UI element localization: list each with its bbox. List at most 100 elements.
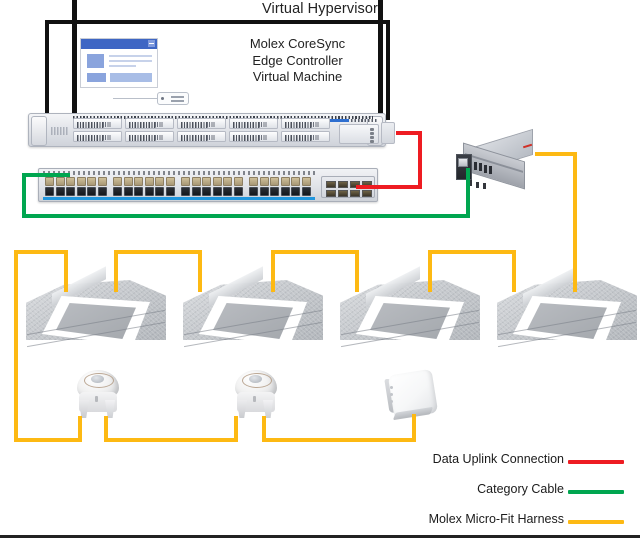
cable-harness-bridge-1-h bbox=[14, 250, 68, 254]
server-drive-bay bbox=[177, 118, 226, 129]
switch-vent-strip bbox=[43, 171, 315, 175]
switch-ethernet-port bbox=[191, 187, 201, 196]
switch-port-bank bbox=[249, 177, 313, 197]
injector-rj45-port bbox=[458, 158, 468, 167]
legend-label: Category Cable bbox=[477, 482, 564, 496]
cable-harness-to-sensor-2 bbox=[234, 416, 238, 442]
switch-ethernet-port bbox=[202, 187, 212, 196]
cable-harness-bridge-4-v-right bbox=[512, 250, 516, 292]
switch-ethernet-port bbox=[202, 177, 212, 186]
wall-device-indicator bbox=[390, 393, 393, 396]
switch-ethernet-port bbox=[55, 177, 65, 186]
switch-ethernet-port bbox=[55, 187, 65, 196]
server-vent-strip bbox=[73, 115, 373, 119]
switch-ethernet-port bbox=[291, 177, 301, 186]
switch-ethernet-port bbox=[76, 177, 86, 186]
cable-category-h-top bbox=[22, 173, 70, 177]
switch-port-row bbox=[113, 187, 177, 196]
sensor-mount-clip bbox=[263, 400, 273, 418]
window-text-line bbox=[109, 55, 152, 57]
hypervisor-label-line-3: Virtual Machine bbox=[252, 69, 343, 84]
sensor-lens bbox=[91, 375, 104, 383]
switch-port-row bbox=[181, 187, 245, 196]
switch-ethernet-port bbox=[66, 177, 76, 186]
cable-harness-sensor2-out bbox=[262, 416, 266, 442]
ceiling-light-fixture bbox=[340, 266, 480, 348]
window-text-line bbox=[109, 60, 152, 62]
cable-harness-sensor1-to-2-h bbox=[104, 438, 238, 442]
injector-mounting-leg bbox=[483, 183, 486, 189]
switch-ethernet-port bbox=[45, 187, 54, 196]
legend-swatch-green bbox=[568, 490, 624, 494]
cable-category-v-right bbox=[466, 168, 470, 218]
legend-swatch-red bbox=[568, 460, 624, 464]
switch-ethernet-port bbox=[123, 177, 133, 186]
switch-sfp-port bbox=[338, 181, 348, 188]
server-drive-bay bbox=[73, 131, 122, 142]
occupancy-sensor bbox=[232, 370, 280, 420]
window-block-small bbox=[87, 73, 106, 82]
server-io-module bbox=[381, 122, 395, 144]
wall-device-indicator bbox=[390, 386, 393, 389]
cable-harness-injector-v bbox=[573, 152, 577, 292]
switch-sfp-port bbox=[338, 190, 348, 197]
switch-ethernet-port bbox=[212, 177, 222, 186]
sensor-ring bbox=[84, 373, 114, 388]
hypervisor-label-line-1: Molex CoreSync bbox=[249, 36, 346, 51]
injector-vent bbox=[474, 162, 477, 170]
cable-harness-to-wall-device bbox=[412, 414, 416, 442]
switch-ethernet-port bbox=[223, 177, 233, 186]
switch-ethernet-port bbox=[302, 177, 311, 186]
server-blue-accent bbox=[329, 119, 349, 122]
switch-port-row bbox=[249, 177, 313, 186]
cable-harness-to-sensor-1 bbox=[78, 416, 82, 442]
switch-status-strip bbox=[43, 196, 315, 200]
switch-port-row bbox=[45, 177, 109, 186]
server-drive-bay bbox=[281, 118, 330, 129]
server-status-led bbox=[370, 132, 374, 135]
window-text-line bbox=[109, 65, 136, 67]
window-thumbnail bbox=[87, 54, 104, 68]
virtual-machine-slider-icon bbox=[113, 92, 189, 105]
switch-ethernet-port bbox=[76, 187, 86, 196]
cable-harness-bridge-2-v-right bbox=[198, 250, 202, 292]
legend-item-data-uplink: Data Uplink Connection bbox=[345, 452, 630, 474]
switch-ethernet-port bbox=[66, 187, 76, 196]
hypervisor-label: Molex CoreSync Edge Controller Virtual M… bbox=[205, 36, 390, 86]
legend: Data Uplink Connection Category Cable Mo… bbox=[345, 452, 630, 534]
cable-harness-bridge-4-h bbox=[428, 250, 516, 254]
cable-harness-bridge-3-v-left bbox=[271, 250, 275, 292]
virtual-machine-window-icon bbox=[80, 38, 158, 88]
legend-label: Molex Micro-Fit Harness bbox=[428, 512, 564, 526]
slider-indicator-dot bbox=[161, 97, 164, 100]
window-block-wide bbox=[110, 73, 152, 82]
cable-harness-bridge-3-v-right bbox=[355, 250, 359, 292]
cable-harness-bridge-2-h bbox=[114, 250, 202, 254]
switch-ethernet-port bbox=[45, 177, 54, 186]
switch-ethernet-port bbox=[166, 177, 175, 186]
switch-ethernet-port bbox=[249, 177, 258, 186]
server-drive-bay bbox=[73, 118, 122, 129]
rack-rail-right bbox=[378, 0, 383, 116]
cable-harness-bridge-4-v-left bbox=[428, 250, 432, 292]
injector-vent bbox=[479, 163, 482, 172]
server-drive-bay-array bbox=[73, 118, 333, 144]
switch-ethernet-port bbox=[134, 177, 144, 186]
injector-vent bbox=[484, 164, 487, 173]
switch-sfp-port bbox=[350, 190, 360, 197]
switch-ethernet-port bbox=[181, 187, 190, 196]
server-status-led bbox=[370, 140, 374, 143]
sensor-notch bbox=[253, 396, 256, 402]
cable-data-uplink-h-bot bbox=[356, 185, 422, 189]
ceiling-light-fixture bbox=[497, 266, 637, 348]
cable-harness-bridge-2-v-left bbox=[114, 250, 118, 292]
switch-ethernet-port bbox=[249, 187, 258, 196]
server-drive-bay bbox=[125, 131, 174, 142]
cable-harness-left-trunk-v bbox=[14, 250, 18, 442]
cable-harness-sensor1-out bbox=[104, 416, 108, 442]
switch-ethernet-port bbox=[166, 187, 175, 196]
sensor-ring bbox=[242, 373, 272, 388]
wall-device-indicator bbox=[390, 400, 393, 403]
switch-sfp-port bbox=[362, 190, 372, 197]
cable-harness-bridge-1-v-right bbox=[64, 250, 68, 292]
